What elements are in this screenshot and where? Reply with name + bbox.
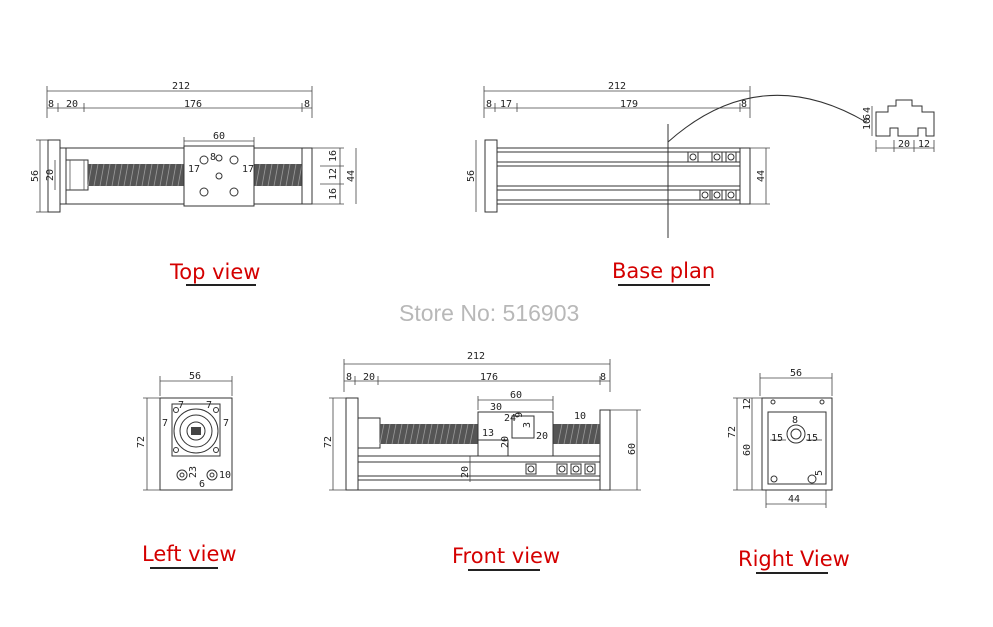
right-view-drawing: 56 8 15 15 5 44 12 72 60 — [727, 368, 833, 508]
top-mid-dim: 176 — [184, 99, 202, 110]
top-hole-a: 17 — [188, 164, 200, 175]
top-end2-dim: 8 — [304, 99, 310, 110]
right-width-dim: 56 — [790, 368, 802, 379]
right-right-15: 15 — [806, 433, 818, 444]
front-inner3: 20 — [536, 431, 548, 442]
front-overall-dim: 212 — [467, 351, 485, 362]
front-h3: 3 — [522, 422, 533, 428]
top-overall-dim: 212 — [172, 81, 190, 92]
caption-base-underline — [618, 284, 710, 286]
top-end1-dim: 8 — [48, 99, 54, 110]
right-h-total: 72 — [727, 426, 738, 438]
front-base-h: 20 — [460, 466, 471, 478]
right-hole: 8 — [792, 415, 798, 426]
front-right-gap: 10 — [574, 411, 586, 422]
caption-left-view: Left view — [142, 542, 237, 566]
left-width-dim: 56 — [189, 371, 201, 382]
top-r1: 16 — [328, 150, 339, 162]
top-view-drawing: 212 8 20 176 8 60 — [30, 81, 357, 213]
base-overall-dim: 212 — [608, 81, 626, 92]
caption-right-underline — [756, 572, 828, 574]
top-gap1-dim: 20 — [66, 99, 78, 110]
front-h2: 20 — [500, 436, 511, 448]
profile-h3: 4 — [862, 107, 873, 113]
right-h-top: 12 — [742, 398, 753, 410]
base-plan-drawing: 212 8 17 179 8 56 44 — [466, 81, 935, 238]
caption-front-view: Front view — [452, 544, 561, 568]
front-inner2: 24 — [504, 413, 516, 424]
caption-top-view: Top view — [170, 260, 261, 284]
top-hole-b: 17 — [242, 164, 254, 175]
left-m2: 7 — [206, 400, 212, 411]
right-small: 5 — [814, 470, 825, 476]
front-view-drawing: 212 8 20 176 8 60 — [323, 351, 641, 491]
caption-top-underline — [186, 284, 256, 286]
front-height-left: 72 — [323, 436, 334, 448]
caption-left-underline — [150, 567, 218, 569]
front-end2-dim: 8 — [600, 372, 606, 383]
top-h-shaft: 20 — [45, 169, 56, 181]
left-b2: 10 — [219, 470, 231, 481]
profile-w2: 12 — [918, 139, 930, 150]
front-inner1: 30 — [490, 402, 502, 413]
front-h4: 9 — [514, 412, 525, 418]
profile-h1: 10 — [862, 118, 873, 130]
left-m1: 7 — [178, 400, 184, 411]
base-end1-dim: 8 — [486, 99, 492, 110]
right-left-15: 15 — [771, 433, 783, 444]
front-mid-dim: 176 — [480, 372, 498, 383]
left-view-drawing: 56 7 7 7 7 23 10 6 72 — [136, 371, 233, 491]
top-r2: 12 — [328, 168, 339, 180]
base-mid-dim: 179 — [620, 99, 638, 110]
base-gap1-dim: 17 — [500, 99, 512, 110]
front-h1: 13 — [482, 428, 494, 439]
profile-w1: 20 — [898, 139, 910, 150]
left-b3: 6 — [199, 479, 205, 490]
profile-h2: 6 — [862, 114, 873, 120]
base-end2-dim: 8 — [741, 99, 747, 110]
caption-front-underline — [468, 569, 540, 571]
right-h-inner: 60 — [742, 444, 753, 456]
front-gap1-dim: 20 — [363, 372, 375, 383]
top-r-total: 44 — [346, 170, 357, 182]
left-height-dim: 72 — [136, 436, 147, 448]
front-height-right: 60 — [627, 443, 638, 455]
left-b1: 23 — [188, 466, 199, 478]
front-end1-dim: 8 — [346, 372, 352, 383]
left-m4: 7 — [223, 418, 229, 429]
top-hole-c: 8 — [210, 152, 216, 163]
right-bottom-w: 44 — [788, 494, 800, 505]
caption-right-view: Right View — [738, 547, 850, 571]
base-h-left: 56 — [466, 170, 477, 182]
caption-base-plan: Base plan — [612, 259, 716, 283]
top-h-left: 56 — [30, 170, 41, 182]
left-m3: 7 — [162, 418, 168, 429]
base-h-right: 44 — [756, 170, 767, 182]
top-carriage-w-dim: 60 — [213, 131, 225, 142]
top-r3: 16 — [328, 188, 339, 200]
store-watermark: Store No: 516903 — [399, 300, 580, 326]
front-carriage-w: 60 — [510, 390, 522, 401]
